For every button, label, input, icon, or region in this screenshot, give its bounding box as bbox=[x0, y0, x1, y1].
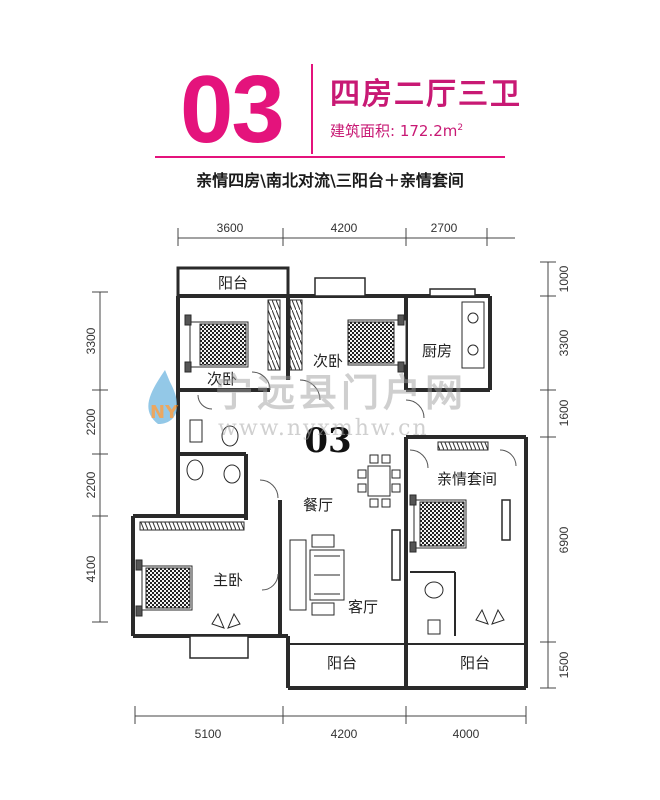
room-balcony-bottom-right: 阳台 bbox=[460, 654, 490, 672]
dim-right-2: 3300 bbox=[557, 329, 571, 356]
door-swings bbox=[197, 371, 517, 591]
dining-table bbox=[357, 454, 401, 508]
dim-top-2: 4200 bbox=[331, 221, 358, 235]
dimension-lines bbox=[92, 228, 556, 724]
dim-right-1: 1000 bbox=[557, 265, 571, 292]
dim-top-3: 2700 bbox=[431, 221, 458, 235]
room-second-bedroom-right: 次卧 bbox=[313, 352, 343, 370]
room-balcony-bottom-left: 阳台 bbox=[327, 654, 357, 672]
dim-left-2: 2200 bbox=[84, 408, 98, 435]
title-divider-horizontal bbox=[155, 156, 505, 158]
dimension-labels: 3600 4200 2700 5100 4200 4000 3300 2200 … bbox=[84, 221, 571, 741]
room-balcony-top: 阳台 bbox=[218, 274, 248, 292]
room-second-bedroom-left: 次卧 bbox=[207, 370, 237, 388]
room-labels: 阳台 次卧 次卧 厨房 餐厅 亲情套间 主卧 客厅 阳台 阳台 bbox=[207, 274, 497, 672]
unit-number: 03 bbox=[180, 56, 285, 163]
watermark-site-name: 宁远县门户网 bbox=[215, 370, 468, 415]
area-line: 建筑面积: 172.2m2 bbox=[330, 118, 463, 141]
bathroom-fixtures bbox=[186, 419, 444, 635]
area-unit-superscript: 2 bbox=[457, 123, 464, 133]
layout-title: 四房二厅三卫 bbox=[330, 77, 522, 112]
windows bbox=[189, 277, 511, 659]
dim-right-5: 1500 bbox=[557, 651, 571, 678]
room-dining: 餐厅 bbox=[303, 496, 333, 514]
beds bbox=[135, 314, 467, 617]
watermark-logo: NY bbox=[148, 370, 179, 424]
dim-bottom-1: 5100 bbox=[195, 727, 222, 741]
tagline: 亲情四房\南北对流\三阳台＋亲情套间 bbox=[196, 171, 464, 190]
area-label: 建筑面积: 172.2m bbox=[330, 122, 458, 140]
dim-left-1: 3300 bbox=[84, 327, 98, 354]
room-living: 客厅 bbox=[348, 598, 378, 616]
kitchen-fixtures bbox=[461, 301, 485, 369]
title-divider-vertical bbox=[311, 64, 313, 154]
dim-right-4: 6900 bbox=[557, 526, 571, 553]
dim-bottom-3: 4000 bbox=[453, 727, 480, 741]
room-kitchen: 厨房 bbox=[422, 342, 452, 360]
watermark-logo-text: NY bbox=[150, 402, 179, 423]
room-master-bedroom: 主卧 bbox=[213, 571, 243, 589]
dim-left-4: 4100 bbox=[84, 555, 98, 582]
dim-bottom-2: 4200 bbox=[331, 727, 358, 741]
plan-center-label: 03 bbox=[304, 421, 351, 461]
wardrobes bbox=[139, 299, 489, 531]
watermark-url: www.nyxmhw.cn bbox=[218, 416, 429, 441]
dim-top-1: 3600 bbox=[217, 221, 244, 235]
dim-left-3: 2200 bbox=[84, 471, 98, 498]
room-family-suite: 亲情套间 bbox=[437, 470, 497, 488]
dim-right-3: 1600 bbox=[557, 399, 571, 426]
sofa-set bbox=[289, 534, 345, 616]
lounge-chairs bbox=[211, 608, 505, 629]
